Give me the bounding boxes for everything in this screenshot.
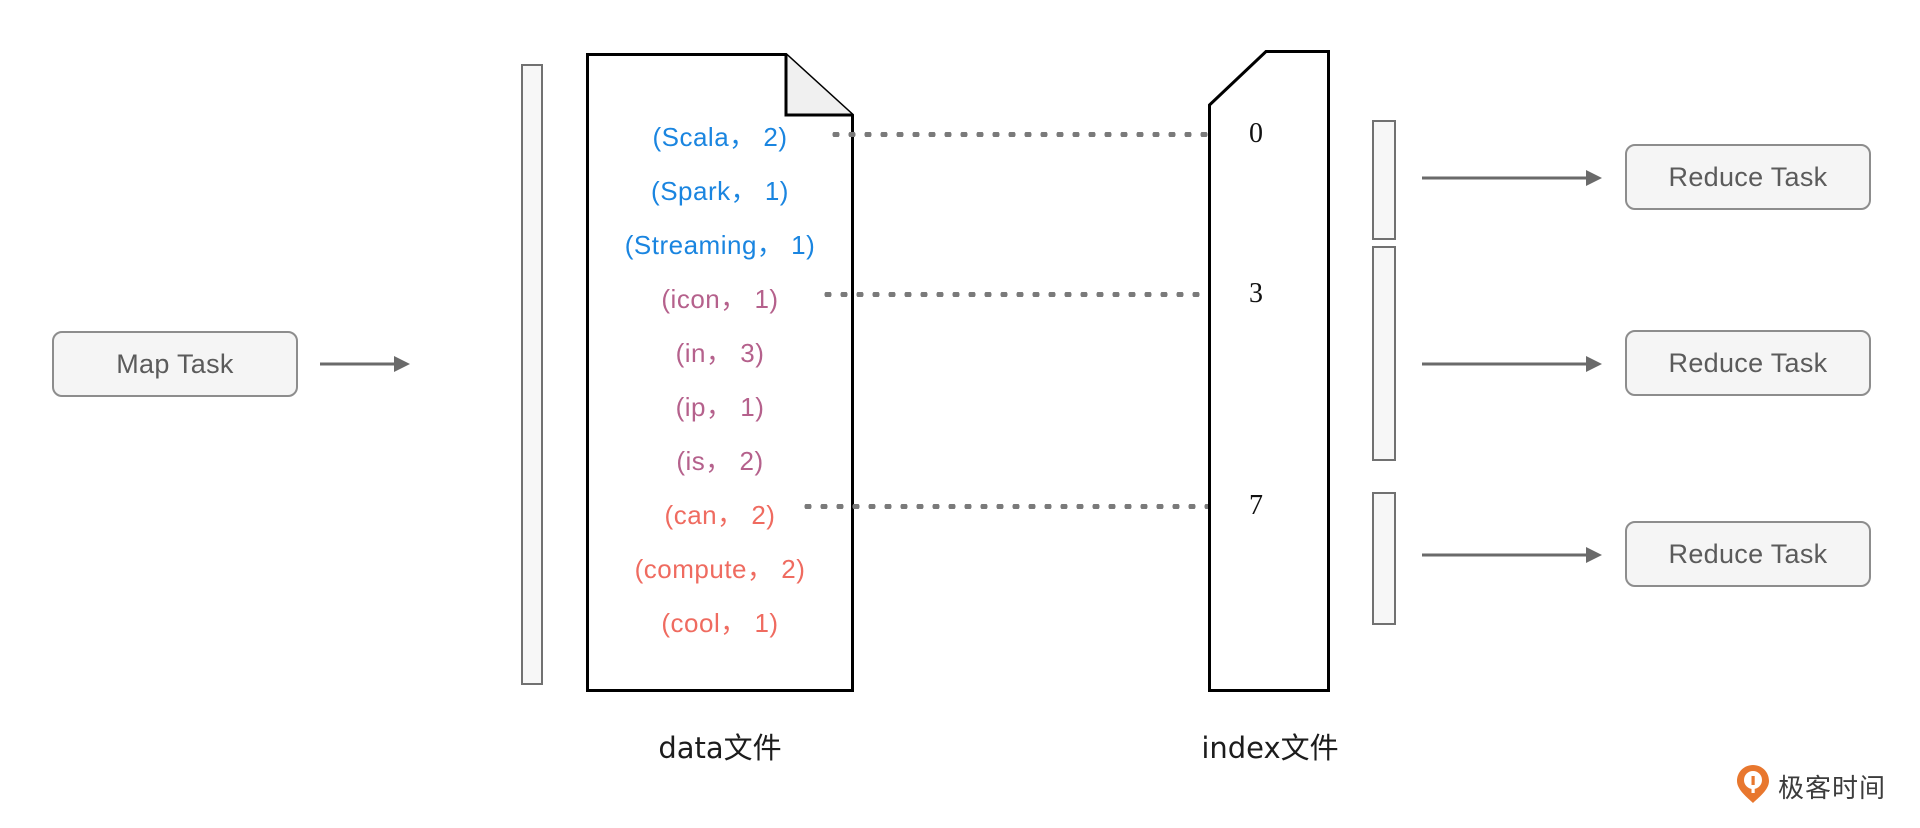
arrow-to-reduce-task-2 xyxy=(1422,350,1602,383)
index-offset-value: 7 xyxy=(1249,490,1263,521)
data-entry: (Spark， 1) xyxy=(651,176,789,206)
data-file-shape xyxy=(586,53,854,692)
data-entry: (compute， 2) xyxy=(634,554,806,584)
data-entry: (Scala， 2) xyxy=(652,122,788,152)
reduce-task-label: Reduce Task xyxy=(1668,161,1828,192)
reduce-task-box-1[interactable]: Reduce Task xyxy=(1625,144,1871,210)
watermark-text: 极客时间 xyxy=(1778,774,1887,804)
reduce-task-label: Reduce Task xyxy=(1668,538,1828,569)
index-offset-value: 0 xyxy=(1249,118,1263,149)
data-entry: (in， 3) xyxy=(675,338,765,368)
data-entry: (can， 2) xyxy=(664,500,776,530)
map-task-box[interactable]: Map Task xyxy=(52,331,298,397)
arrow-map-to-data xyxy=(320,350,410,383)
partition-bracket-1 xyxy=(1372,120,1396,240)
connector-dotted-offset-7 xyxy=(800,504,1238,509)
connector-dotted-offset-0 xyxy=(828,132,1238,137)
arrow-to-reduce-task-1 xyxy=(1422,164,1602,197)
data-entry: (is， 2) xyxy=(676,446,764,476)
index-offset-value: 3 xyxy=(1249,278,1263,309)
reduce-task-box-2[interactable]: Reduce Task xyxy=(1625,330,1871,396)
index-file-caption: index文件 xyxy=(1201,731,1339,765)
connector-dotted-offset-3 xyxy=(820,292,1238,297)
reduce-task-box-3[interactable]: Reduce Task xyxy=(1625,521,1871,587)
arrow-to-reduce-task-3 xyxy=(1422,541,1602,574)
watermark: 极客时间 xyxy=(1736,764,1886,809)
map-task-label: Map Task xyxy=(116,348,234,379)
geektime-pin-icon xyxy=(1736,764,1770,809)
partition-bracket-3 xyxy=(1372,492,1396,625)
partition-bracket-2 xyxy=(1372,246,1396,461)
data-file-caption: data文件 xyxy=(658,731,782,765)
index-file-shape xyxy=(1208,50,1330,692)
map-output-bracket xyxy=(521,64,543,685)
data-entry: (cool， 1) xyxy=(661,608,779,638)
reduce-task-label: Reduce Task xyxy=(1668,347,1828,378)
data-entry: (icon， 1) xyxy=(661,284,779,314)
data-entry: (Streaming， 1) xyxy=(624,230,816,260)
data-entry: (ip， 1) xyxy=(675,392,765,422)
data-file-entries: (Scala， 2) (Spark， 1) (Streaming， 1) (ic… xyxy=(586,110,854,650)
